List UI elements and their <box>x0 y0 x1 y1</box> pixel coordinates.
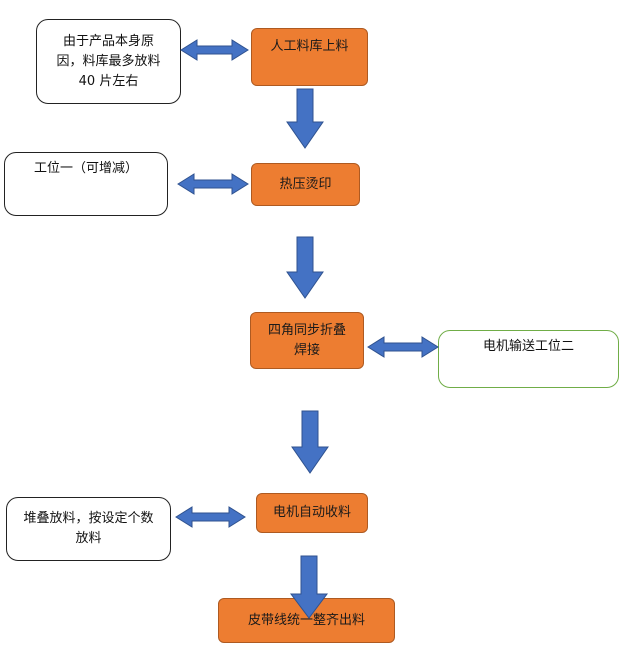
note-station-one-text: 工位一（可增减） <box>33 161 138 176</box>
step-fold-weld: 四角同步折叠 焊接 <box>250 312 364 369</box>
arrow-down-4 <box>290 555 328 619</box>
arrow-bidirectional-1 <box>180 39 249 61</box>
arrow-bidirectional-3 <box>367 336 439 358</box>
step-auto-collect: 电机自动收料 <box>256 493 368 533</box>
step-hot-stamping-label: 热压烫印 <box>279 176 332 192</box>
step-auto-collect-label: 电机自动收料 <box>272 505 351 520</box>
step-hot-stamping: 热压烫印 <box>251 163 360 206</box>
note-stack-discharge-text: 堆叠放料，按设定个数 放料 <box>23 511 154 546</box>
note-magazine-capacity-text: 由于产品本身原 因，料库最多放料 40 片左右 <box>56 33 161 89</box>
step-belt-output-label: 皮带线统一整齐出料 <box>247 612 365 628</box>
arrow-down-3 <box>291 410 329 474</box>
note-station-one: 工位一（可增减） <box>4 152 168 216</box>
step-fold-weld-label: 四角同步折叠 焊接 <box>267 322 346 358</box>
arrow-bidirectional-2 <box>177 173 249 195</box>
arrow-down-1 <box>286 88 324 149</box>
step-manual-loading-label: 人工料库上料 <box>270 39 349 54</box>
arrow-down-2 <box>286 236 324 299</box>
note-magazine-capacity: 由于产品本身原 因，料库最多放料 40 片左右 <box>36 19 181 104</box>
step-manual-loading: 人工料库上料 <box>251 28 368 86</box>
note-station-two: 电机输送工位二 <box>438 330 619 388</box>
note-stack-discharge: 堆叠放料，按设定个数 放料 <box>6 497 171 561</box>
arrow-bidirectional-4 <box>175 506 246 528</box>
note-station-two-text: 电机输送工位二 <box>482 339 574 354</box>
